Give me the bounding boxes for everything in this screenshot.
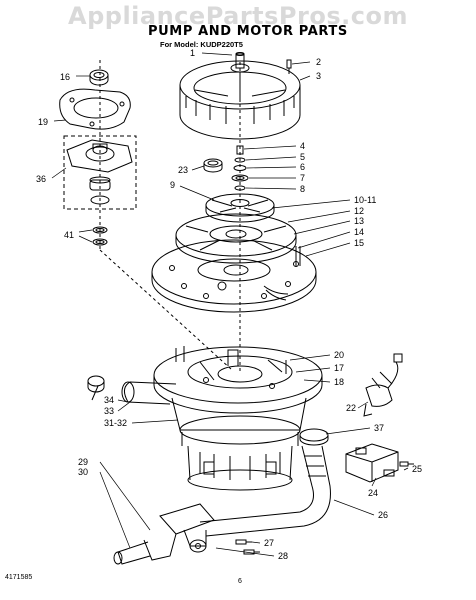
callout-20: 20 — [334, 350, 344, 360]
callout-26: 26 — [378, 510, 388, 520]
callout-5: 5 — [300, 152, 305, 162]
callout-33: 33 — [104, 406, 114, 416]
callout-6: 6 — [300, 162, 305, 172]
part-33-34-inlet-hose[interactable] — [87, 375, 177, 405]
part-31-32-motor[interactable] — [171, 397, 307, 491]
callout-7: 7 — [300, 173, 305, 183]
model-subtitle: For Model: KUDP220T5 — [160, 40, 243, 49]
callout-27: 27 — [264, 538, 274, 548]
part-14-15-pump-base[interactable] — [151, 239, 317, 313]
callout-30: 30 — [78, 467, 88, 477]
callout-4: 4 — [300, 141, 305, 151]
part-37-clamp[interactable] — [299, 428, 329, 446]
callout-13: 13 — [354, 216, 364, 226]
part-12-13-spray-plate[interactable] — [175, 213, 297, 264]
callout-14: 14 — [354, 227, 364, 237]
part-25-screw[interactable] — [399, 461, 414, 467]
callout-labels: 16 19 36 41 1 2 3 23 4 5 6 7 8 9 10-11 1… — [36, 48, 422, 561]
part-16-seal[interactable] — [89, 69, 109, 86]
callout-19: 19 — [38, 117, 48, 127]
callout-9: 9 — [170, 180, 175, 190]
callout-34: 34 — [104, 395, 114, 405]
callout-15: 15 — [354, 238, 364, 248]
watermark: AppliancePartsPros.com — [68, 2, 408, 30]
callout-31-32: 31-32 — [104, 418, 127, 428]
part-28-screw[interactable] — [243, 549, 260, 555]
callout-41: 41 — [64, 230, 74, 240]
part-23-bearing[interactable] — [203, 158, 223, 173]
callout-2: 2 — [316, 57, 321, 67]
page-number: 6 — [238, 578, 242, 585]
leader-lines — [51, 52, 409, 557]
part-27-screw[interactable] — [235, 539, 252, 545]
callout-37: 37 — [374, 423, 384, 433]
callout-24: 24 — [368, 488, 378, 498]
callout-8: 8 — [300, 184, 305, 194]
part-24-motor-relay[interactable] — [345, 443, 399, 483]
part-22-thermostat[interactable] — [363, 353, 403, 417]
callout-18: 18 — [334, 377, 344, 387]
part-29-30-valve[interactable] — [113, 503, 215, 565]
part-26-drain-hose[interactable] — [199, 445, 331, 537]
callout-16: 16 — [60, 72, 70, 82]
callout-3: 3 — [316, 71, 321, 81]
callout-23: 23 — [178, 165, 188, 175]
part-19-gasket[interactable] — [59, 88, 131, 130]
callout-1: 1 — [190, 48, 195, 58]
callout-28: 28 — [278, 551, 288, 561]
callout-25: 25 — [412, 464, 422, 474]
footer-code: 4171585 — [5, 574, 33, 581]
callout-36: 36 — [36, 174, 46, 184]
callout-10-11: 10-11 — [354, 195, 376, 205]
diagram-title: PUMP AND MOTOR PARTS — [148, 24, 348, 39]
callout-17: 17 — [334, 363, 344, 373]
part-41-o-rings[interactable] — [92, 226, 108, 246]
callout-22: 22 — [346, 403, 356, 413]
callout-29: 29 — [78, 457, 88, 467]
part-17-18-20-sump[interactable] — [153, 346, 323, 414]
part-2-screw[interactable] — [286, 59, 292, 74]
callout-12: 12 — [354, 206, 364, 216]
